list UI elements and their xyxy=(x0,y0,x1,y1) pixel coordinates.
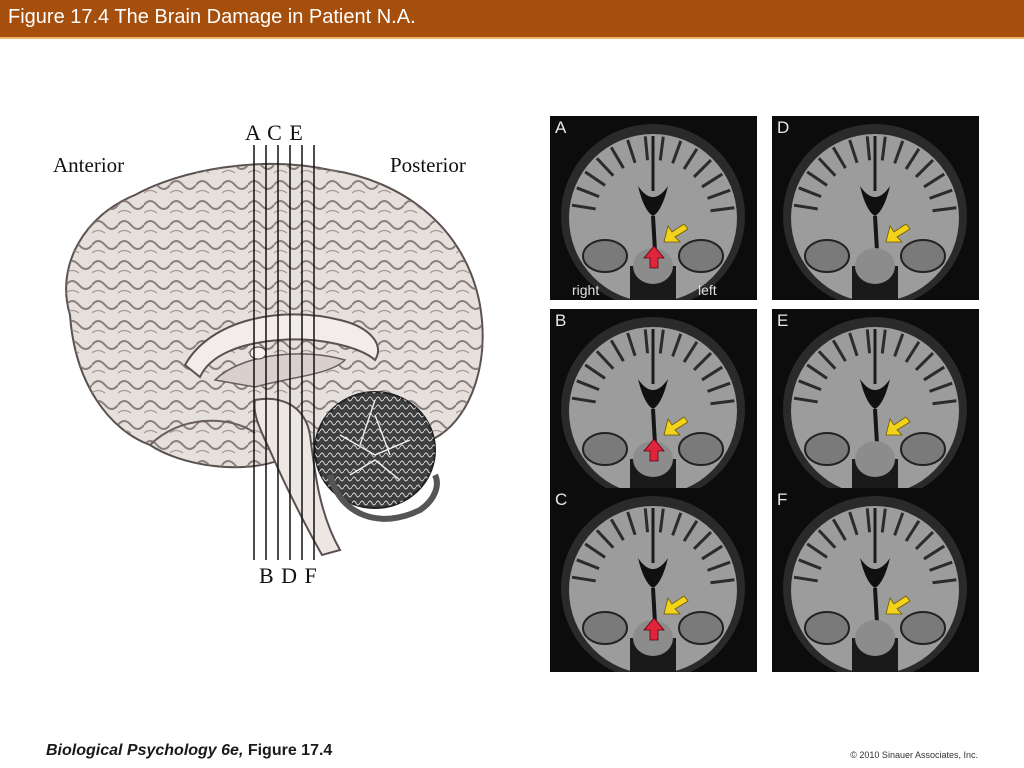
cerebellum xyxy=(314,391,440,522)
figure-reference: Figure 17.4 xyxy=(243,742,333,759)
posterior-label: Posterior xyxy=(390,153,466,177)
panel-letter: D xyxy=(777,118,790,137)
book-title: Biological Psychology 6e, xyxy=(46,742,244,759)
scan-panel-a: A right left xyxy=(550,116,757,300)
right-hemisphere-label: right xyxy=(572,282,600,298)
mri-scan-grid: A right left B C D E F xyxy=(550,116,985,673)
panel-letter: E xyxy=(777,311,789,330)
section-letters-top: A C E xyxy=(245,120,304,145)
panel-letter: A xyxy=(555,118,567,137)
scan-panel-b: B xyxy=(550,309,757,493)
slide-title: Figure 17.4 The Brain Damage in Patient … xyxy=(8,6,416,28)
scan-panel-f: F xyxy=(772,488,979,672)
section-lines xyxy=(253,145,315,560)
panel-letter: C xyxy=(555,490,568,509)
copyright-notice: © 2010 Sinauer Associates, Inc. xyxy=(850,750,978,760)
scan-panel-d: D xyxy=(772,116,979,300)
scan-panel-e: E xyxy=(772,309,979,493)
left-hemisphere-label: left xyxy=(698,282,717,298)
scan-panel-c: C xyxy=(550,488,757,672)
book-citation: Biological Psychology 6e, Figure 17.4 xyxy=(46,742,332,760)
panel-letter: F xyxy=(777,490,788,509)
title-bar: Figure 17.4 The Brain Damage in Patient … xyxy=(0,0,1024,39)
sagittal-brain-diagram xyxy=(40,115,500,595)
panel-letter: B xyxy=(555,311,567,330)
anterior-label: Anterior xyxy=(53,153,125,177)
corpus-callosum xyxy=(183,313,380,379)
section-letters-bottom: B D F xyxy=(259,563,318,588)
